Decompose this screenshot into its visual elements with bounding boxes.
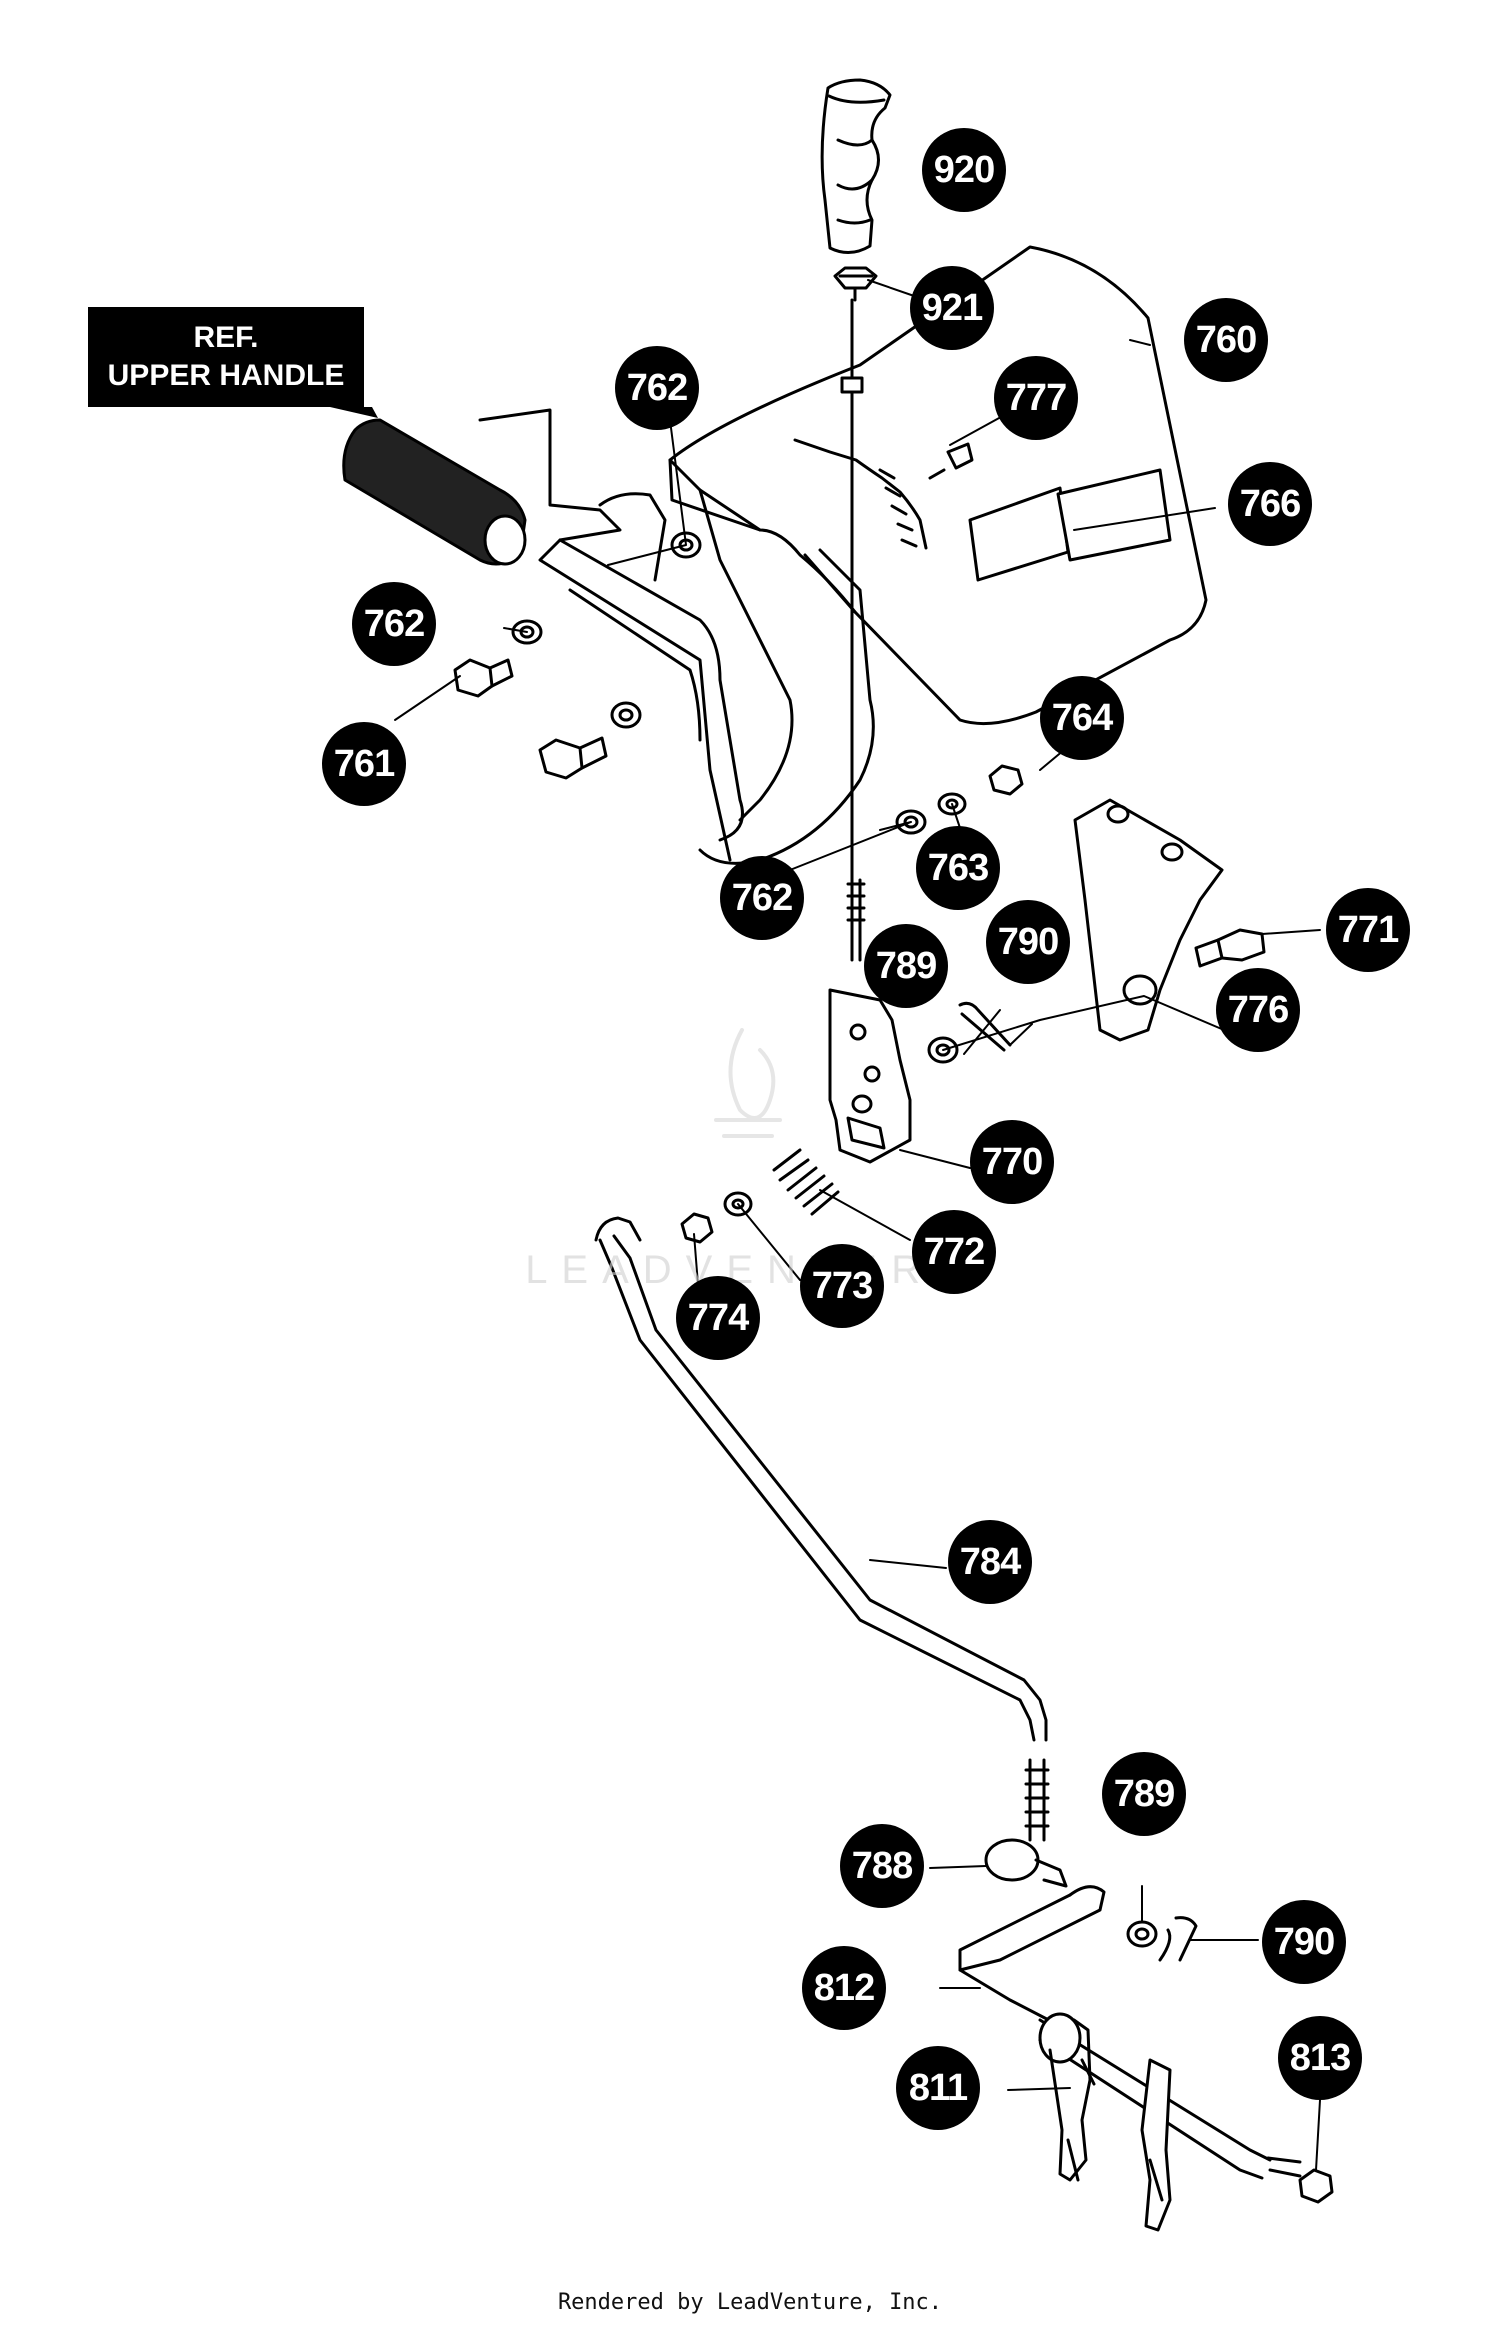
callout-813[interactable]: 813 xyxy=(1278,2016,1362,2100)
callout-784[interactable]: 784 xyxy=(948,1520,1032,1604)
callout-789-upper[interactable]: 789 xyxy=(864,924,948,1008)
leader-lines xyxy=(394,279,1321,2171)
callout-789-lower[interactable]: 789 xyxy=(1102,1752,1186,1836)
callout-764[interactable]: 764 xyxy=(1040,676,1124,760)
callout-760[interactable]: 760 xyxy=(1184,298,1268,382)
callout-776[interactable]: 776 xyxy=(1216,968,1300,1052)
reference-label-line1: REF. xyxy=(193,321,259,354)
watermark-flame-icon xyxy=(714,1028,782,1138)
callout-920[interactable]: 920 xyxy=(922,128,1006,212)
reference-label-line2: UPPER HANDLE xyxy=(107,359,345,392)
callout-774[interactable]: 774 xyxy=(676,1276,760,1360)
callout-766[interactable]: 766 xyxy=(1228,462,1312,546)
knob-nut-part xyxy=(833,266,878,302)
pivot-plate-part xyxy=(1073,798,1266,1042)
callout-790-lower[interactable]: 790 xyxy=(1262,1900,1346,1984)
reference-label: REF. UPPER HANDLE xyxy=(88,307,364,407)
shift-lever-assembly xyxy=(958,1885,1334,2232)
callout-770[interactable]: 770 xyxy=(970,1120,1054,1204)
shift-rod-part xyxy=(594,1216,1050,1842)
callout-790-upper[interactable]: 790 xyxy=(986,900,1070,984)
callout-762-left[interactable]: 762 xyxy=(352,582,436,666)
footer-credit: Rendered by LeadVenture, Inc. xyxy=(557,2290,943,2315)
shift-knob-part xyxy=(820,78,892,254)
callout-773[interactable]: 773 xyxy=(800,1244,884,1328)
callout-812[interactable]: 812 xyxy=(802,1946,886,2030)
shift-bracket-part xyxy=(828,988,1012,1164)
callout-763[interactable]: 763 xyxy=(916,826,1000,910)
callout-811[interactable]: 811 xyxy=(896,2046,980,2130)
callout-777[interactable]: 777 xyxy=(994,356,1078,440)
callout-772[interactable]: 772 xyxy=(912,1210,996,1294)
pivot-fasteners xyxy=(846,764,1024,962)
callout-762-lower[interactable]: 762 xyxy=(720,856,804,940)
callout-771[interactable]: 771 xyxy=(1326,888,1410,972)
callout-921[interactable]: 921 xyxy=(910,266,994,350)
callout-761[interactable]: 761 xyxy=(322,722,406,806)
callout-762-top[interactable]: 762 xyxy=(615,346,699,430)
shift-panel-part xyxy=(668,245,1208,892)
upper-handle-part xyxy=(342,408,744,862)
callout-788[interactable]: 788 xyxy=(840,1824,924,1908)
